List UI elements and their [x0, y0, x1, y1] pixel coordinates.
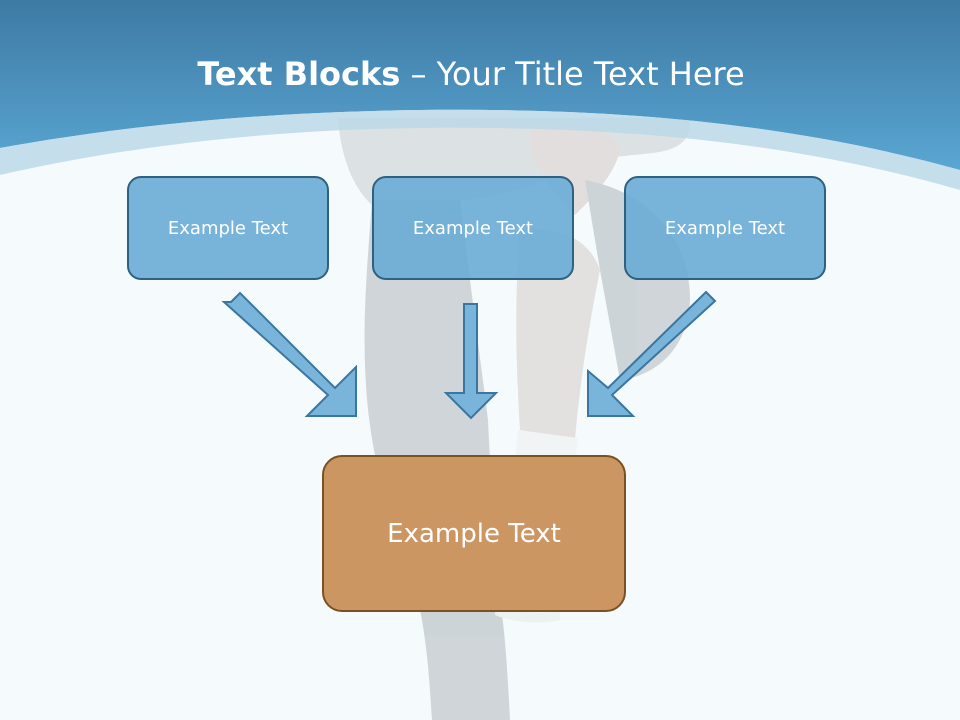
slide-title: Text Blocks – Your Title Text Here [0, 50, 942, 98]
text-block-1-label: Example Text [167, 217, 289, 239]
result-block: Example Text [322, 455, 626, 612]
text-block-2: Example Text [372, 176, 574, 280]
text-block-1: Example Text [127, 176, 329, 280]
result-block-label: Example Text [387, 518, 561, 549]
text-block-2-label: Example Text [412, 217, 534, 239]
title-bold: Text Blocks [197, 55, 401, 93]
text-block-3-label: Example Text [664, 217, 786, 239]
header-swoosh [0, 109, 960, 190]
header-band [0, 0, 960, 170]
title-rest: Your Title Text Here [436, 55, 745, 93]
title-dash: – [410, 55, 427, 93]
arrow-left [221, 291, 357, 417]
text-block-3: Example Text [624, 176, 826, 280]
arrow-center [443, 303, 499, 420]
arrow-right [587, 290, 717, 417]
